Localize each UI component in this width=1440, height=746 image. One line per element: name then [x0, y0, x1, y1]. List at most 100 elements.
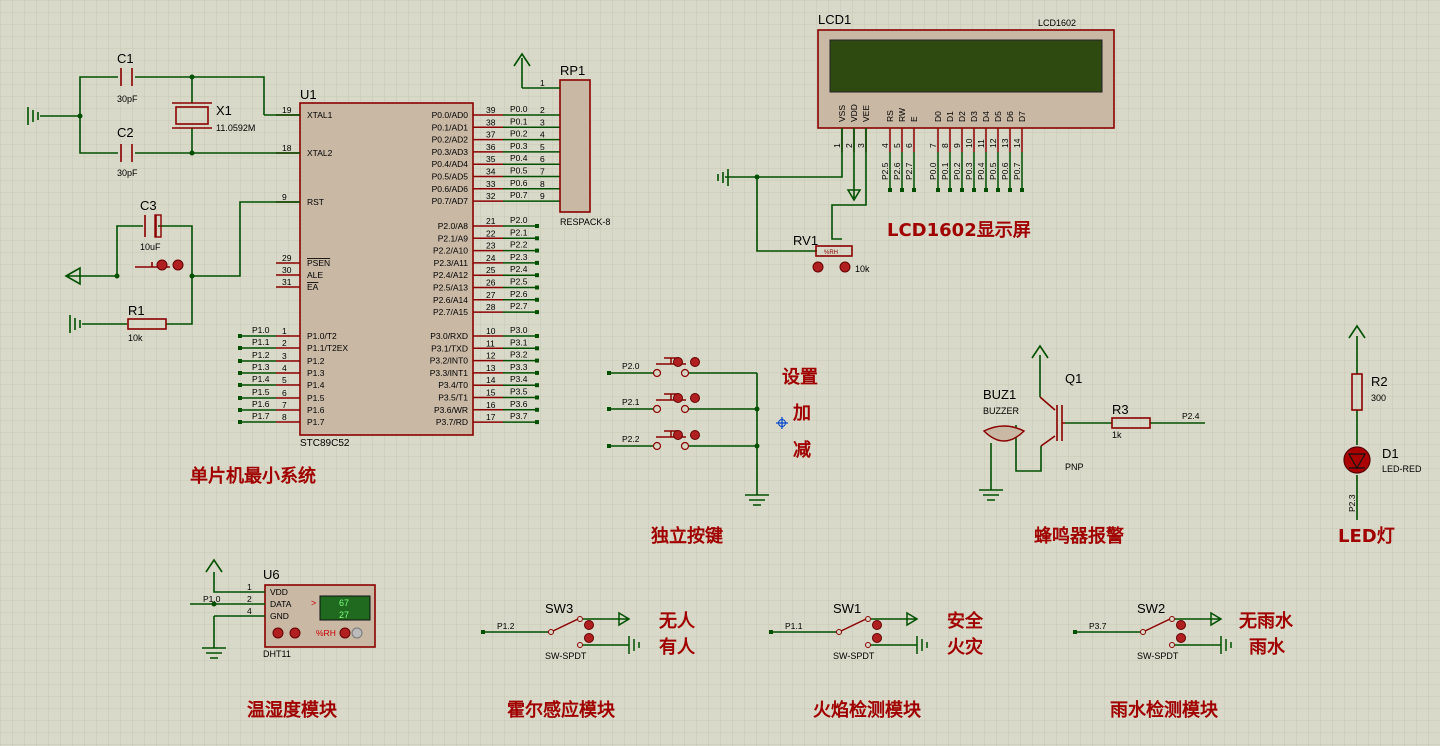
rv1-decrease[interactable] — [812, 261, 824, 273]
mcu-right-net-label: P0.0 — [510, 104, 528, 114]
mcu-right-net-label: P3.1 — [510, 337, 528, 347]
mcu-right-net-label: P0.4 — [510, 153, 528, 163]
net-terminal — [607, 371, 611, 375]
mcu-right-pin-name: P0.1/AD1 — [432, 122, 469, 132]
switch-toggle-up[interactable] — [584, 620, 594, 630]
net-terminal — [535, 334, 539, 338]
mcu-right-pin-num: 21 — [486, 216, 496, 226]
mcu-right-net-label: P3.7 — [510, 411, 528, 421]
p1-net-label: P1.3 — [252, 362, 270, 372]
lcd-net-label: P0.5 — [988, 162, 998, 180]
switch-toggle-down[interactable] — [872, 633, 882, 643]
mcu-left-pin-name: PSEN — [307, 258, 330, 268]
lcd-vdd-arrow — [846, 189, 862, 202]
lcd1602[interactable]: LCD1 LCD1602 VSS1VDD2VEE3RS4RW5E6D07D18D… — [717, 12, 1115, 274]
lcd-pin-name: D3 — [969, 111, 979, 122]
button-net-label: P2.1 — [622, 397, 640, 407]
switch-toggle-up[interactable] — [1176, 620, 1186, 630]
mcu-right-pin-num: 13 — [486, 363, 496, 373]
rv1-value: 10k — [855, 264, 870, 274]
q1-ref: Q1 — [1065, 371, 1082, 386]
reset-button-pin[interactable] — [156, 259, 168, 271]
lcd-pin-num: 10 — [964, 138, 974, 148]
lcd-net-label: P2.6 — [892, 162, 902, 180]
net-terminal — [238, 334, 242, 338]
r3-value: 1k — [1112, 430, 1122, 440]
mcu-right-pin-name: P2.0/A8 — [438, 221, 469, 231]
led-circuit[interactable]: R2 300 D1 LED-RED P2.3 — [1343, 324, 1422, 520]
rv1-increase[interactable] — [839, 261, 851, 273]
c2-ref: C2 — [117, 125, 134, 140]
buzzer-symbol — [982, 425, 1026, 442]
c1-symbol — [120, 68, 133, 86]
title-mcu: 单片机最小系统 — [190, 465, 316, 487]
mcu-part: STC89C52 — [300, 438, 350, 449]
x1-value: 11.0592M — [216, 123, 255, 133]
button-press-handle[interactable] — [673, 430, 683, 440]
net-terminal — [1008, 188, 1012, 192]
mcu-right-pin-name: P0.5/AD5 — [432, 172, 469, 182]
button-press-handle[interactable] — [673, 393, 683, 403]
mcu-right-net-label: P3.4 — [510, 374, 528, 384]
mcu-left-pin-name: P1.3 — [307, 368, 325, 378]
r2-symbol — [1351, 373, 1363, 411]
mcu-left-pin-name: EA — [307, 282, 319, 292]
net-terminal — [535, 236, 539, 241]
switch-toggle-down[interactable] — [1176, 633, 1186, 643]
buzzer-circuit[interactable]: BUZ1 BUZZER Q1 PNP R3 1k P2.4 — [979, 344, 1205, 501]
switch-toggle-up[interactable] — [872, 620, 882, 630]
mcu-right-pin-name: P0.7/AD7 — [432, 196, 469, 206]
title-dht: 温湿度模块 — [247, 699, 338, 721]
switch-net-label: P1.1 — [785, 621, 803, 631]
net-terminal — [535, 370, 539, 375]
lcd-pin-name: D0 — [933, 111, 943, 122]
p1-net-label: P1.7 — [252, 411, 270, 421]
mcu-left-pin-name: P1.0/T2 — [307, 331, 337, 341]
mcu-right-net-label: P0.1 — [510, 116, 528, 126]
switch-ref: SW2 — [1137, 601, 1165, 616]
button-toggle-handle[interactable] — [690, 430, 700, 440]
mcu-right-net-label: P3.2 — [510, 350, 528, 360]
switch-toggle-down[interactable] — [584, 633, 594, 643]
mcu-right-net-label: P0.6 — [510, 178, 528, 188]
reset-circuit[interactable]: C3 10uF R1 10k — [64, 198, 300, 343]
switch-power-arrow — [583, 611, 631, 627]
dht-increase[interactable] — [351, 627, 363, 639]
switch-contact-a — [865, 616, 871, 622]
button-contact — [680, 404, 690, 414]
net-terminal — [535, 260, 539, 265]
r3-symbol — [1111, 417, 1151, 429]
c2-symbol — [120, 144, 133, 162]
net-terminal — [535, 273, 539, 278]
mcu-right-pin-num: 23 — [486, 241, 496, 251]
mcu-right-pin-num: 38 — [486, 117, 496, 127]
x1-symbol — [175, 106, 209, 125]
net-terminal — [238, 346, 242, 350]
mcu-right-pin-name: P3.4/T0 — [438, 380, 468, 390]
lcd-pin-name: D6 — [1005, 111, 1015, 122]
mcu-right-pin-name: P0.2/AD2 — [432, 135, 469, 145]
button-toggle-handle[interactable] — [690, 393, 700, 403]
button-contact — [652, 404, 662, 414]
lcd-net-label: P0.0 — [928, 162, 938, 180]
net-terminal — [238, 371, 242, 375]
dht-pin-num: 4 — [247, 606, 252, 616]
net-terminal — [607, 407, 611, 411]
button-toggle-handle[interactable] — [690, 357, 700, 367]
switch-common — [548, 629, 554, 635]
crystal-circuit[interactable]: C1 30pF C2 30pF X1 11.0592M — [27, 51, 300, 178]
dht-decrease[interactable] — [339, 627, 351, 639]
net-terminal — [535, 224, 539, 228]
p1-net-label: P1.2 — [252, 350, 270, 360]
c3-value: 10uF — [140, 242, 161, 252]
button-press-handle[interactable] — [673, 357, 683, 367]
